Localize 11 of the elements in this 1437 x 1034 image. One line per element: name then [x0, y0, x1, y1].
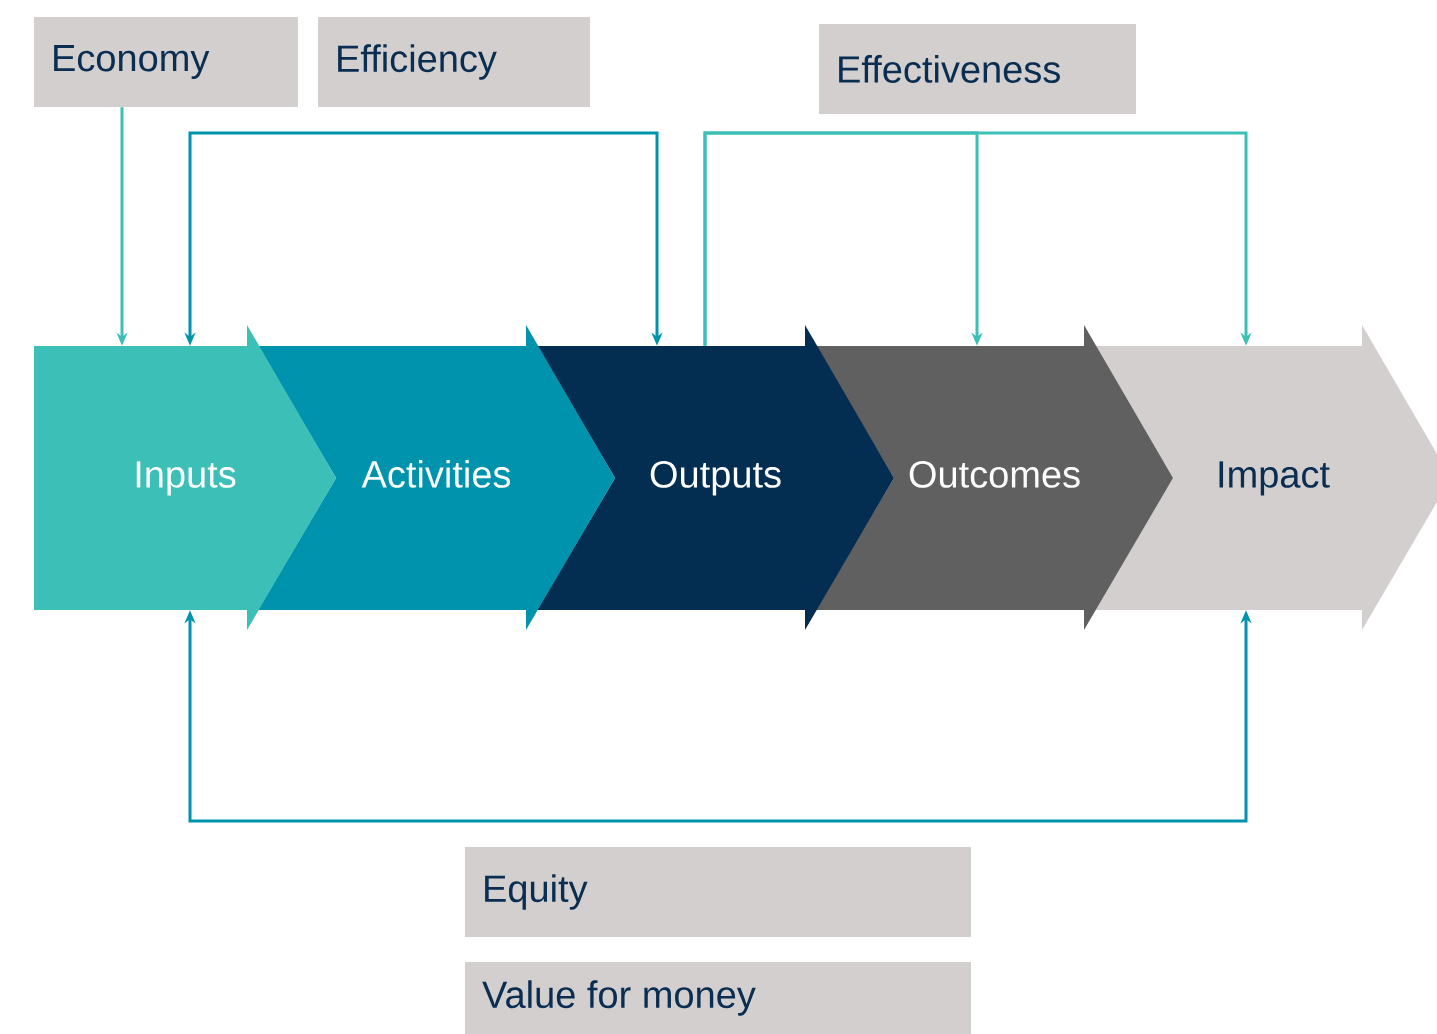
label-box: Equity [465, 847, 971, 937]
chevron-segment: Activities [258, 325, 615, 630]
chevron-segment: Inputs [34, 325, 336, 630]
chevron-segment: Outputs [537, 325, 894, 630]
label-box: Value for money [465, 962, 971, 1034]
label-box: Efficiency [318, 17, 590, 107]
chevron-segment: Impact [1095, 325, 1437, 630]
chevron-segment: Outcomes [816, 325, 1173, 630]
arrow [703, 131, 1252, 346]
label-box: Effectiveness [819, 24, 1136, 114]
label-box: Economy [34, 17, 298, 107]
